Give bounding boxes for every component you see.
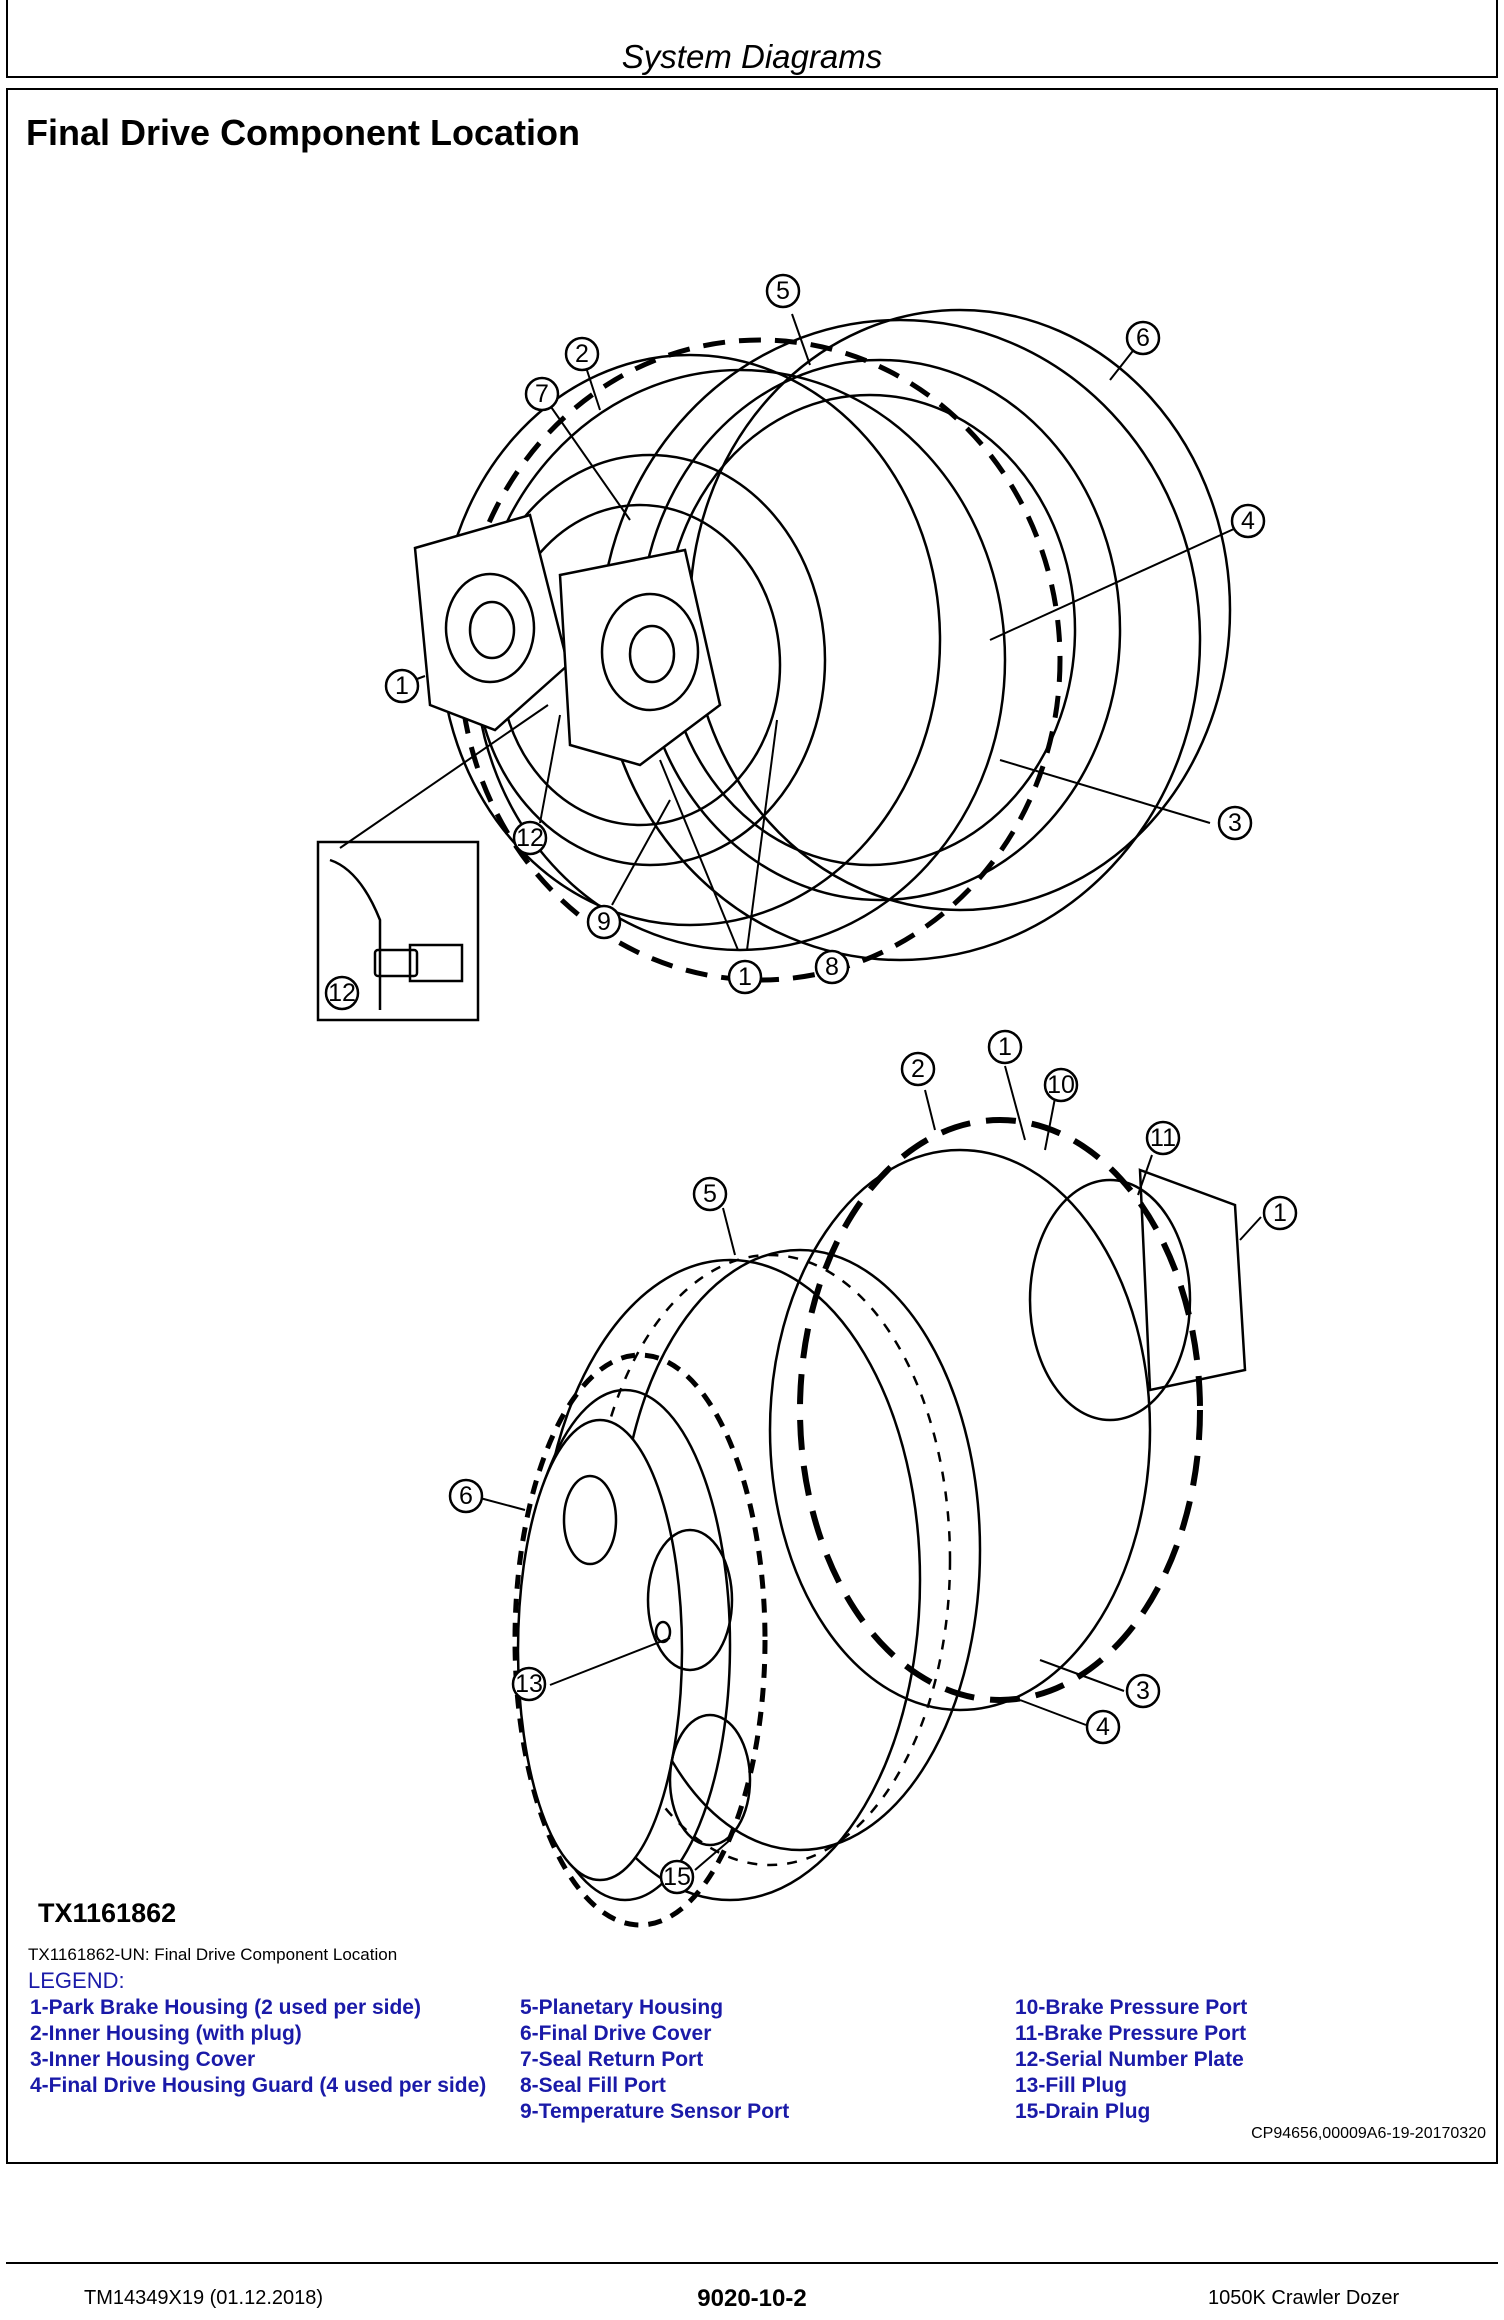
figure-id: TX1161862 — [38, 1898, 177, 1928]
leader-lines — [339, 313, 1262, 1871]
legend-item: 8-Seal Fill Port — [520, 2074, 666, 2097]
legend-item: 9-Temperature Sensor Port — [520, 2100, 790, 2123]
legend-item: 10-Brake Pressure Port — [1015, 1996, 1248, 2019]
legend-item: 6-Final Drive Cover — [520, 2022, 712, 2045]
footer-manual-id: TM14349X19 (01.12.2018) — [84, 2287, 324, 2309]
document-code: CP94656,00009A6-19-20170320 — [1251, 2125, 1486, 2142]
callout-12-inset: 12 — [324, 975, 360, 1011]
callout-12: 12 — [512, 820, 548, 856]
legend-item: 1-Park Brake Housing (2 used per side) — [30, 1996, 421, 2019]
svg-text:10: 10 — [1047, 1071, 1075, 1099]
footer-machine-name: 1050K Crawler Dozer — [1208, 2287, 1400, 2309]
svg-text:6: 6 — [459, 1482, 473, 1510]
svg-text:4: 4 — [1096, 1713, 1110, 1741]
footer-rule — [6, 2262, 1498, 2264]
callout-3-bottom: 3 — [1125, 1673, 1161, 1709]
callout-8: 8 — [814, 949, 850, 985]
callout-2: 2 — [564, 336, 600, 372]
figure-caption: TX1161862-UN: Final Drive Component Loca… — [28, 1945, 398, 1964]
legend-item: 11-Brake Pressure Port — [1015, 2022, 1247, 2045]
legend-item: 2-Inner Housing (with plug) — [30, 2022, 302, 2045]
legend-item: 3-Inner Housing Cover — [30, 2048, 256, 2071]
svg-text:13: 13 — [515, 1670, 543, 1698]
svg-text:1: 1 — [738, 963, 752, 991]
svg-text:7: 7 — [535, 380, 549, 408]
svg-text:9: 9 — [597, 908, 611, 936]
callouts-top: 1 2 3 4 5 6 7 8 9 12 1 12 — [324, 273, 1266, 1011]
callout-7: 7 — [524, 376, 560, 412]
callout-5-bottom: 5 — [692, 1176, 728, 1212]
svg-text:1: 1 — [1273, 1199, 1287, 1227]
svg-text:15: 15 — [663, 1863, 691, 1891]
svg-text:2: 2 — [575, 340, 589, 368]
svg-text:5: 5 — [703, 1180, 717, 1208]
callout-1-top: 1 — [987, 1029, 1023, 1065]
svg-text:6: 6 — [1136, 324, 1150, 352]
callout-1-bottom: 1 — [727, 959, 763, 995]
footer-page-number: 9020-10-2 — [697, 2285, 807, 2312]
svg-text:12: 12 — [328, 979, 356, 1007]
legend-item: 5-Planetary Housing — [520, 1996, 724, 2019]
svg-text:3: 3 — [1136, 1677, 1150, 1705]
lower-view-drawing — [512, 1117, 1247, 1928]
svg-text:2: 2 — [911, 1055, 925, 1083]
callout-1-right: 1 — [1262, 1195, 1298, 1231]
callout-6: 6 — [1125, 320, 1161, 356]
callout-6-bottom: 6 — [448, 1478, 484, 1514]
callout-15: 15 — [659, 1859, 695, 1895]
legend-column-1: 1-Park Brake Housing (2 used per side) 2… — [30, 1995, 500, 2099]
svg-text:12: 12 — [516, 824, 544, 852]
callout-13: 13 — [511, 1666, 547, 1702]
svg-text:5: 5 — [776, 277, 790, 305]
svg-text:4: 4 — [1241, 507, 1255, 535]
callout-9: 9 — [586, 904, 622, 940]
callout-5: 5 — [765, 273, 801, 309]
callout-4-bottom: 4 — [1085, 1709, 1121, 1745]
legend-title: LEGEND: — [28, 1968, 125, 1993]
svg-text:1: 1 — [395, 672, 409, 700]
callouts-bottom: 1 2 3 4 5 6 10 11 1 13 15 — [448, 1029, 1298, 1895]
legend-column-3: 10-Brake Pressure Port 11-Brake Pressure… — [1015, 1995, 1247, 2125]
callout-3: 3 — [1217, 805, 1253, 841]
legend-item: 7-Seal Return Port — [520, 2048, 704, 2071]
legend-item: 15-Drain Plug — [1015, 2100, 1151, 2123]
content-frame — [6, 88, 1498, 2164]
legend-column-2: 5-Planetary Housing 6-Final Drive Cover … — [520, 1995, 789, 2125]
legend-item: 4-Final Drive Housing Guard (4 used per … — [30, 2074, 487, 2097]
callout-10: 10 — [1043, 1067, 1079, 1103]
callout-11: 11 — [1145, 1120, 1181, 1156]
svg-text:1: 1 — [998, 1033, 1012, 1061]
callout-1-left: 1 — [384, 668, 420, 704]
legend-item: 12-Serial Number Plate — [1015, 2048, 1244, 2071]
header-frame — [6, 0, 1498, 78]
upper-view-drawing — [316, 308, 1232, 1022]
section-title: Final Drive Component Location — [26, 112, 581, 153]
svg-text:11: 11 — [1150, 1124, 1176, 1152]
svg-text:8: 8 — [825, 953, 839, 981]
callout-4: 4 — [1230, 503, 1266, 539]
legend-item: 13-Fill Plug — [1015, 2074, 1128, 2097]
svg-text:3: 3 — [1228, 809, 1242, 837]
callout-2-bottom: 2 — [900, 1051, 936, 1087]
page-header: System Diagrams — [621, 38, 883, 75]
